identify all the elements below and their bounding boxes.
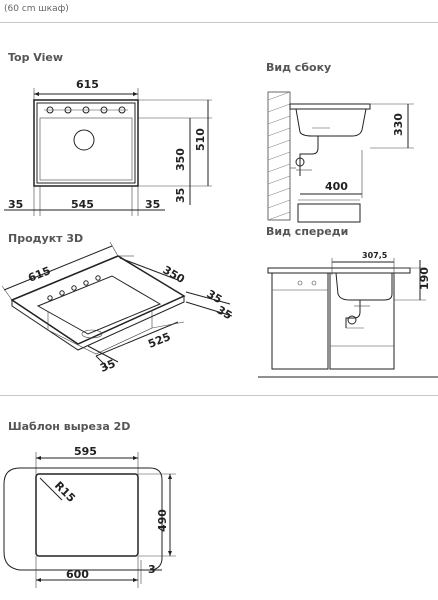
dim-bowl-depth-label: 350 — [174, 148, 187, 171]
dim-cutout-depth-label: 490 — [156, 509, 169, 532]
dim-cutout-gap-label: 3 — [148, 563, 156, 576]
top-view-drawing: 615 350 510 35 35 54 — [4, 78, 212, 216]
dim-front-height-label: 190 — [418, 267, 431, 290]
cutout-2d-drawing: 595 R15 490 600 3 — [3, 445, 176, 588]
tap-holes — [44, 106, 128, 114]
dim-left-margin-label: 35 — [8, 198, 23, 211]
section-title-front-view: Вид спереди — [266, 225, 349, 238]
front-view-drawing: 307,5 190 — [258, 251, 438, 378]
page-subtitle: (60 cm шкаф) — [4, 4, 69, 14]
dim-bottom-margin-label: 35 — [174, 188, 187, 203]
sink-outline — [33, 99, 139, 187]
dim-cutout-width-label: 595 — [74, 445, 97, 458]
dim-cutout-outer-width-label: 600 — [66, 568, 89, 581]
separator-top — [0, 22, 438, 23]
drain-icon — [73, 129, 95, 151]
section-title-top-view: Top View — [8, 51, 64, 64]
dim-3d-margin-front-label: 35 — [98, 357, 117, 375]
dim-width-label: 615 — [76, 78, 99, 91]
tap-holes-3d — [47, 275, 101, 301]
section-title-cutout-2d: Шаблон выреза 2D — [8, 420, 131, 433]
dim-depth-label: 510 — [194, 128, 207, 151]
dim-3d-margin-right-2-label: 35 — [215, 303, 235, 322]
dim-side-depth-label: 400 — [325, 180, 348, 193]
dim-front-offset-label: 307,5 — [362, 251, 388, 260]
dim-side-height-label: 330 — [392, 113, 405, 136]
dim-right-margin-label: 35 — [145, 198, 160, 211]
dim-3d-bowl-depth-label: 350 — [161, 263, 188, 286]
dim-3d-width-label: 615 — [26, 264, 52, 285]
product-3d-drawing: 615 350 35 35 525 35 — [1, 241, 235, 375]
section-title-product-3d: Продукт 3D — [8, 232, 84, 245]
dim-bowl-width-label: 545 — [71, 198, 94, 211]
section-title-side-view: Вид сбоку — [266, 61, 332, 74]
cutout-rect — [35, 473, 139, 557]
side-view-drawing: 330 400 — [267, 91, 414, 223]
separator-mid — [0, 395, 438, 396]
dim-cutout-radius-label: R15 — [52, 479, 78, 505]
